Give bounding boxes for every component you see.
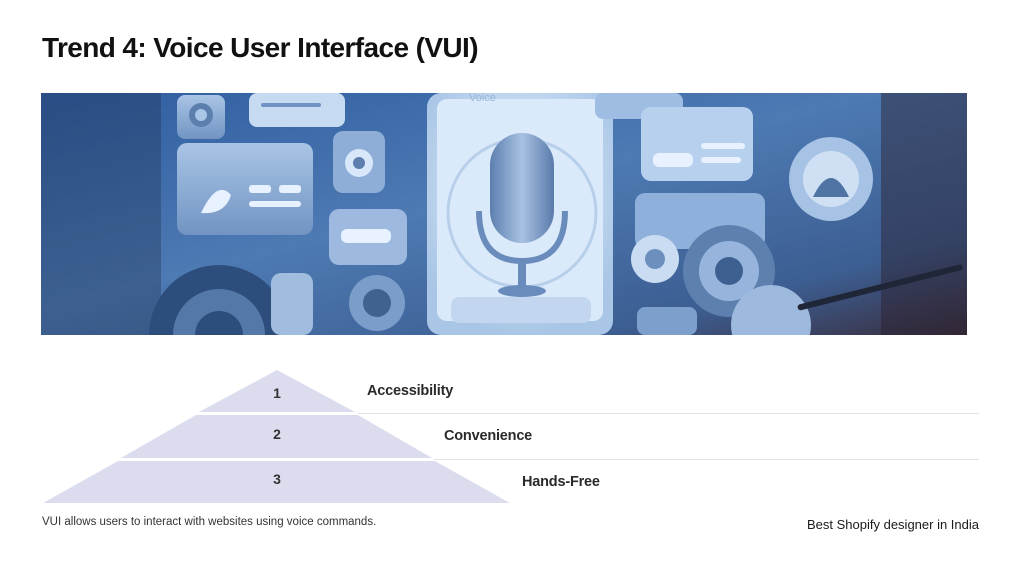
tier-number-2: 2 [273,426,281,442]
tier-divider-1 [358,413,979,414]
voice-interface-illustration: Voice [41,93,967,335]
tier-number-3: 3 [273,471,281,487]
tier-number-1: 1 [273,385,281,401]
tier-divider-2 [434,459,979,460]
footer-credit: Best Shopify designer in India [807,517,979,532]
tier-label-convenience: Convenience [444,428,533,444]
slide-title: Trend 4: Voice User Interface (VUI) [42,32,479,63]
svg-text:Voice: Voice [469,93,496,104]
tier-label-hands-free: Hands-Free [522,474,600,490]
slide-caption: VUI allows users to interact with websit… [42,516,377,528]
tier-label-accessibility: Accessibility [367,383,454,399]
